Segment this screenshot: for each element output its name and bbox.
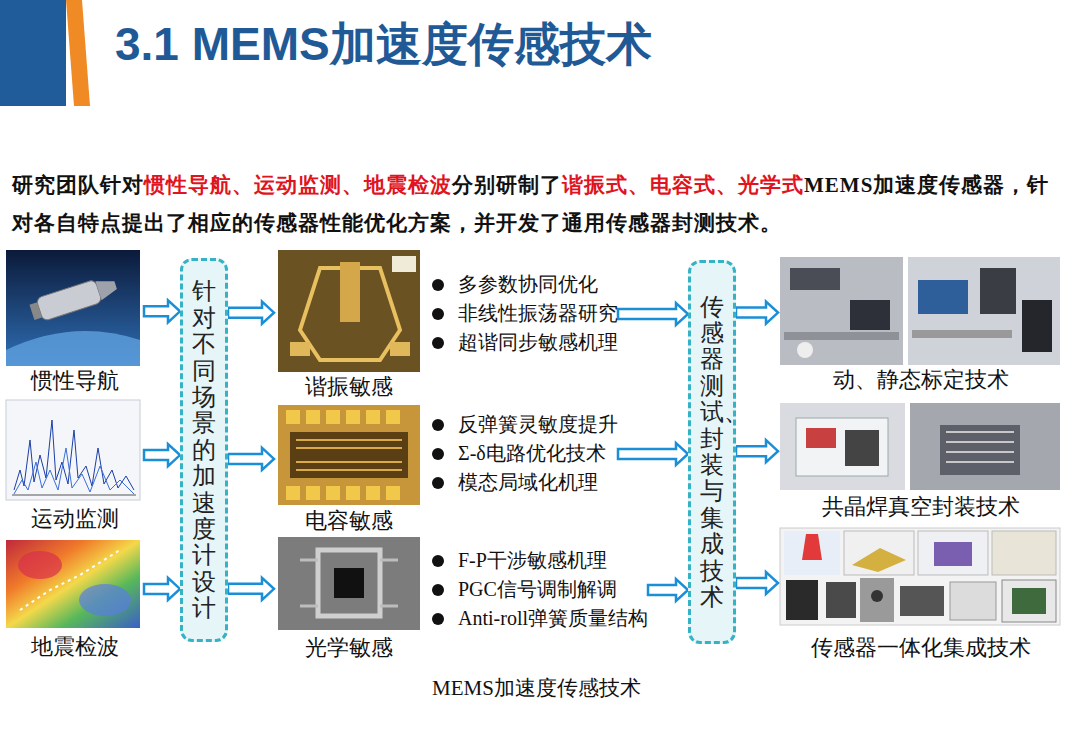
bullet-dot (432, 337, 444, 349)
bullet-dot (432, 419, 444, 431)
capacitive-chip-image (278, 405, 420, 505)
intro-text: 分别研制了 (452, 173, 562, 197)
block-arrow (144, 300, 180, 322)
panel-label: 传感器一体化集成技术 (778, 633, 1064, 663)
bullet-list: 多参数协同优化非线性振荡器研究超谐同步敏感机理 (426, 270, 618, 358)
image-panel: 共晶焊真空封装技术 (778, 400, 1064, 522)
resonant-chip-image (278, 250, 420, 372)
image-panel: 惯性导航 (6, 250, 144, 396)
slide-title: 3.1 MEMS加速度传感技术 (115, 14, 652, 76)
image-panel: 光学敏感 (274, 535, 424, 663)
panel-label: 惯性导航 (6, 366, 144, 396)
optical-chip-image (278, 537, 420, 630)
block-arrow (144, 444, 180, 466)
block-arrow (736, 302, 778, 324)
block-arrow (228, 578, 274, 600)
bullet-row: Anti-roll弹簧质量结构 (426, 604, 648, 633)
block-arrow (228, 302, 274, 324)
dashed-group-box: 针对不同场景的加速度计设计 (180, 258, 228, 642)
image-panel: 动、静态标定技术 (778, 253, 1064, 395)
bullet-text: Σ-δ电路优化技术 (458, 439, 606, 468)
bullet-dot (432, 613, 444, 625)
calibration-photos (780, 257, 1060, 365)
image-panel: 电容敏感 (274, 403, 424, 536)
spectrum-plot (6, 400, 140, 500)
bullet-row: 超谐同步敏感机理 (426, 328, 618, 357)
bullet-dot (432, 584, 444, 596)
bullet-dot (432, 308, 444, 320)
bullet-text: PGC信号调制解调 (458, 575, 617, 604)
image-panel: 传感器一体化集成技术 (778, 525, 1064, 663)
panel-label: 光学敏感 (274, 633, 424, 663)
image-panel: 谐振敏感 (274, 248, 424, 402)
bullet-text: 超谐同步敏感机理 (458, 328, 618, 357)
intro-paragraph: 研究团队针对惯性导航、运动监测、地震检波分别研制了谐振式、电容式、光学式MEMS… (12, 166, 1062, 242)
bullet-row: 多参数协同优化 (426, 270, 618, 299)
intro-text: 惯性导航、运动监测、地震检波 (144, 173, 452, 197)
image-panel: 地震检波 (6, 536, 144, 662)
block-arrow (618, 443, 688, 465)
intro-text: 谐振式、电容式、光学式 (562, 173, 804, 197)
bullet-text: Anti-roll弹簧质量结构 (458, 604, 648, 633)
panel-label: 运动监测 (6, 504, 144, 534)
packaging-photos (780, 403, 1060, 490)
vertical-label: 传感器测试、封装与集成技术 (700, 294, 724, 611)
panel-label: 共晶焊真空封装技术 (778, 492, 1064, 522)
dashed-group-box: 传感器测试、封装与集成技术 (688, 260, 736, 644)
block-arrow (648, 579, 688, 601)
block-arrow (228, 448, 274, 470)
bullet-row: F-P干涉敏感机理 (426, 546, 648, 575)
bullet-row: PGC信号调制解调 (426, 575, 648, 604)
seismic-map (6, 540, 140, 628)
panel-label: 地震检波 (6, 632, 144, 662)
bullet-text: 多参数协同优化 (458, 270, 598, 299)
panel-label: 动、静态标定技术 (778, 365, 1064, 395)
bullet-text: F-P干涉敏感机理 (458, 546, 607, 575)
intro-text: 研究团队针对 (12, 173, 144, 197)
block-arrow (736, 572, 778, 594)
vertical-label: 针对不同场景的加速度计设计 (192, 278, 216, 621)
figure-caption: MEMS加速度传感技术 (0, 674, 1073, 702)
bullet-list: 反弹簧灵敏度提升Σ-δ电路优化技术模态局域化机理 (426, 410, 618, 498)
header-stripe (66, 0, 90, 106)
bullet-text: 反弹簧灵敏度提升 (458, 410, 618, 439)
bullet-row: 非线性振荡器研究 (426, 299, 618, 328)
block-arrow (618, 303, 688, 325)
bullet-dot (432, 555, 444, 567)
panel-label: 谐振敏感 (274, 372, 424, 402)
header-bar (0, 0, 66, 106)
spacecraft-image (6, 250, 140, 366)
bullet-list: F-P干涉敏感机理PGC信号调制解调Anti-roll弹簧质量结构 (426, 546, 648, 634)
bullet-dot (432, 279, 444, 291)
block-arrow (144, 578, 180, 600)
bullet-dot (432, 448, 444, 460)
bullet-row: 反弹簧灵敏度提升 (426, 410, 618, 439)
block-arrow (736, 440, 778, 462)
bullet-row: 模态局域化机理 (426, 468, 618, 497)
panel-label: 电容敏感 (274, 506, 424, 536)
bullet-row: Σ-δ电路优化技术 (426, 439, 618, 468)
bullet-text: 非线性振荡器研究 (458, 299, 618, 328)
bullet-text: 模态局域化机理 (458, 468, 598, 497)
bullet-dot (432, 477, 444, 489)
image-panel: 运动监测 (6, 398, 144, 534)
integration-photos (780, 528, 1060, 625)
